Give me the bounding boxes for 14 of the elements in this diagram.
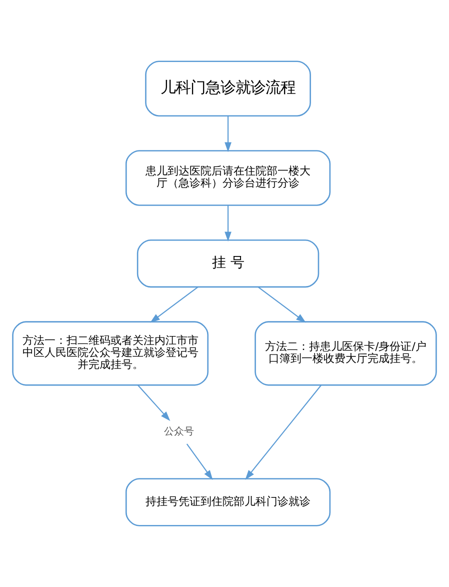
arrow [137,384,170,422]
node-box: 儿科门急诊就诊流程 [145,60,311,116]
arrow [224,116,232,152]
arrow [245,384,322,480]
arrow [150,286,198,323]
arrow [224,205,232,242]
node-box: 方法二：持患儿医保卡/身份证/户口簿到一楼收费大厅完成挂号。 [254,321,437,386]
node-text: 公众号 [164,426,194,438]
node-box: 患儿到达医院后请在住院部一楼大厅（急诊科）分诊台进行分诊 [125,150,331,206]
node-box: 方法一：扫二维码或者关注内江市市中区人民医院公众号建立就诊登记号并完成挂号。 [12,321,209,386]
arrow [186,444,213,480]
node-box: 挂 号 [136,239,320,288]
node-box: 持挂号凭证到住院部儿科门诊就诊 [125,478,331,526]
arrow [258,286,306,323]
